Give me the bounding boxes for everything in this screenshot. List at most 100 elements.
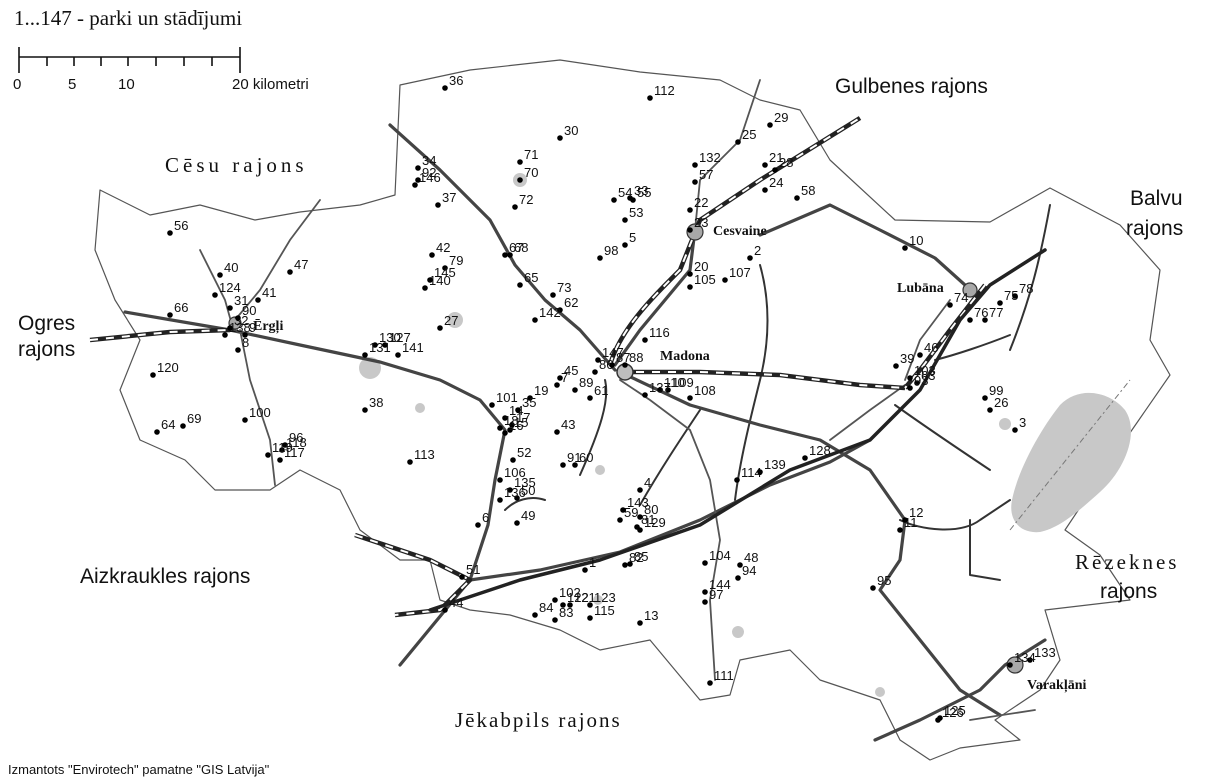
park-site-dot	[552, 617, 558, 623]
park-site-label: 2	[754, 243, 761, 258]
park-site-label: 71	[524, 147, 538, 162]
park-site-dot	[415, 165, 421, 171]
park-site-label: 24	[769, 175, 783, 190]
park-site-label: 92	[422, 165, 436, 180]
park-site-label: 35	[522, 395, 536, 410]
park-site-dot	[637, 487, 643, 493]
park-site-label: 65	[524, 270, 538, 285]
park-site-dot	[870, 585, 876, 591]
park-site-dot	[442, 265, 448, 271]
park-site-dot	[597, 255, 603, 261]
lake	[593, 595, 603, 605]
park-site-dot	[517, 159, 523, 165]
park-site-dot	[687, 227, 693, 233]
park-site-label: 60	[579, 450, 593, 465]
park-site-label: 73	[557, 280, 571, 295]
park-site-dot	[510, 457, 516, 463]
secondary-roads	[199, 79, 1036, 721]
railways	[89, 116, 987, 618]
park-site-label: 139	[764, 457, 786, 472]
park-site-dot	[415, 177, 421, 183]
lake	[595, 465, 605, 475]
lake	[732, 626, 744, 638]
roads	[123, 123, 1047, 742]
park-site-label: 30	[564, 123, 578, 138]
park-site-dot	[735, 575, 741, 581]
park-site-dot	[982, 395, 988, 401]
varaklani-town-marker	[1006, 656, 1024, 674]
park-site-label: 119	[272, 440, 293, 455]
park-site-dot	[507, 427, 513, 433]
park-site-dot	[967, 317, 973, 323]
park-site-label: 103	[914, 363, 936, 378]
park-site-label: 93	[914, 373, 928, 388]
park-site-dot	[687, 284, 693, 290]
park-site-label: 20	[694, 259, 708, 274]
park-site-dot	[514, 495, 520, 501]
park-site-dot	[560, 602, 566, 608]
park-site-label: 40	[224, 260, 238, 275]
park-site-label: 84	[539, 600, 553, 615]
park-site-label: 46	[924, 340, 938, 355]
park-site-label: 121	[574, 590, 596, 605]
park-site-label: 108	[694, 383, 716, 398]
region-label-cesu: Cēsu rajons	[165, 153, 308, 177]
park-site-dot	[722, 277, 728, 283]
park-site-label: 51	[466, 562, 480, 577]
park-site-dot	[642, 392, 648, 398]
park-site-label: 122	[567, 590, 589, 605]
region-label-gulbenes: Gulbenes rajons	[835, 75, 988, 98]
park-site-dot	[767, 122, 773, 128]
park-site-dot	[502, 415, 508, 421]
park-site-dot	[362, 352, 368, 358]
park-site-label: 28	[779, 155, 793, 170]
park-site-dot	[222, 332, 228, 338]
park-site-dot	[627, 561, 633, 567]
park-site-label: 144	[709, 577, 731, 592]
park-site-label: 36	[449, 73, 463, 88]
park-site-label: 81	[641, 512, 655, 527]
park-site-label: 9	[249, 320, 256, 335]
park-site-dot	[622, 562, 628, 568]
park-site-dot	[587, 602, 593, 608]
park-site-label: 18	[504, 413, 518, 428]
park-site-label: 87	[616, 350, 630, 365]
legend-title: 1...147 - parki un stādījumi	[14, 6, 243, 30]
park-site-dot	[154, 429, 160, 435]
park-site-dot	[735, 139, 741, 145]
park-site-dot	[587, 615, 593, 621]
park-site-label: 77	[989, 305, 1003, 320]
park-site-dot	[255, 297, 261, 303]
park-site-dot	[637, 527, 643, 533]
park-site-label: 116	[649, 325, 670, 340]
park-site-dot	[395, 352, 401, 358]
park-site-dot	[707, 680, 713, 686]
park-site-dot	[277, 457, 283, 463]
park-site-dot	[935, 717, 941, 723]
park-site-dot	[557, 375, 563, 381]
park-site-dot	[637, 620, 643, 626]
park-site-label: 120	[157, 360, 179, 375]
park-site-dot	[517, 282, 523, 288]
lake-lubans	[1011, 392, 1131, 533]
park-site-dot	[897, 527, 903, 533]
park-site-dot	[687, 271, 693, 277]
park-site-dot	[242, 417, 248, 423]
park-site-label: 101	[496, 390, 518, 405]
park-site-dot	[560, 462, 566, 468]
park-site-label: 102	[559, 585, 581, 600]
park-site-dot	[747, 255, 753, 261]
park-site-dot	[407, 459, 413, 465]
park-site-dot	[527, 395, 533, 401]
park-site-label: 97	[709, 587, 723, 602]
park-site-dot	[902, 245, 908, 251]
park-site-label: 94	[742, 563, 756, 578]
park-site-label: 142	[539, 305, 561, 320]
park-site-label: 145	[434, 265, 456, 280]
park-site-label: 114	[741, 465, 762, 480]
park-site-label: 19	[534, 383, 548, 398]
park-site-label: 42	[436, 240, 450, 255]
park-site-label: 45	[564, 363, 578, 378]
park-site-dot	[702, 599, 708, 605]
park-site-label: 88	[629, 350, 643, 365]
